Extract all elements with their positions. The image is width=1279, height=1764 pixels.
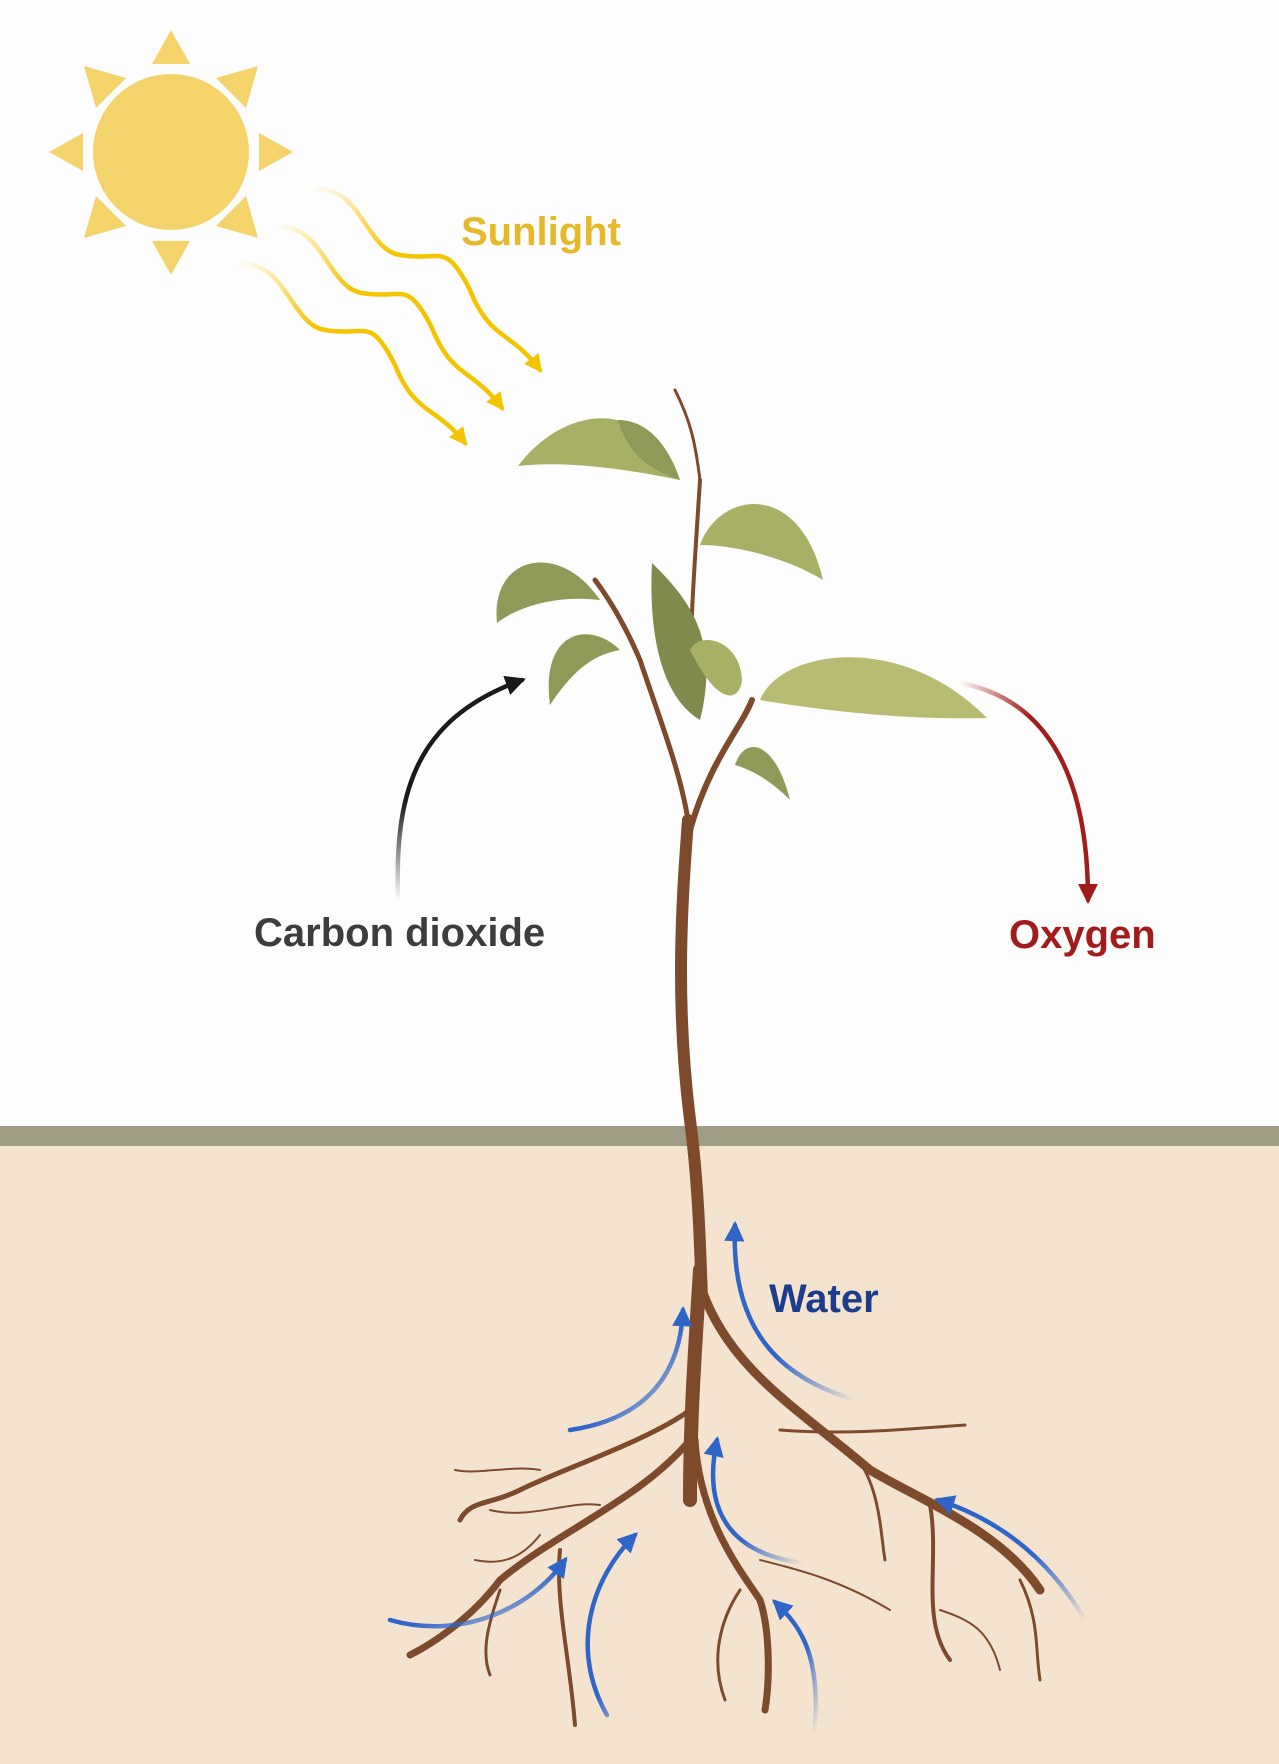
sunlight-label: Sunlight — [461, 210, 621, 254]
leaf — [618, 420, 680, 480]
sunlight-rays — [232, 186, 543, 446]
leaves — [496, 418, 987, 800]
oxygen-arrow — [957, 680, 1099, 905]
leaf — [690, 640, 742, 696]
roots — [406, 1263, 1045, 1727]
ground-line — [0, 1126, 1279, 1146]
carbon-dioxide-label: Carbon dioxide — [254, 911, 546, 955]
water-arrows — [387, 1220, 1088, 1735]
sun-icon — [49, 30, 293, 275]
water-label: Water — [769, 1277, 879, 1321]
leaf — [548, 634, 620, 705]
soil — [0, 1138, 1279, 1764]
leaf — [651, 563, 707, 720]
leaf — [700, 503, 823, 580]
oxygen-label: Oxygen — [1009, 913, 1156, 957]
leaf — [760, 657, 987, 719]
leaf — [735, 747, 790, 800]
leaf — [496, 562, 600, 623]
carbon-dioxide-arrow — [395, 675, 526, 903]
